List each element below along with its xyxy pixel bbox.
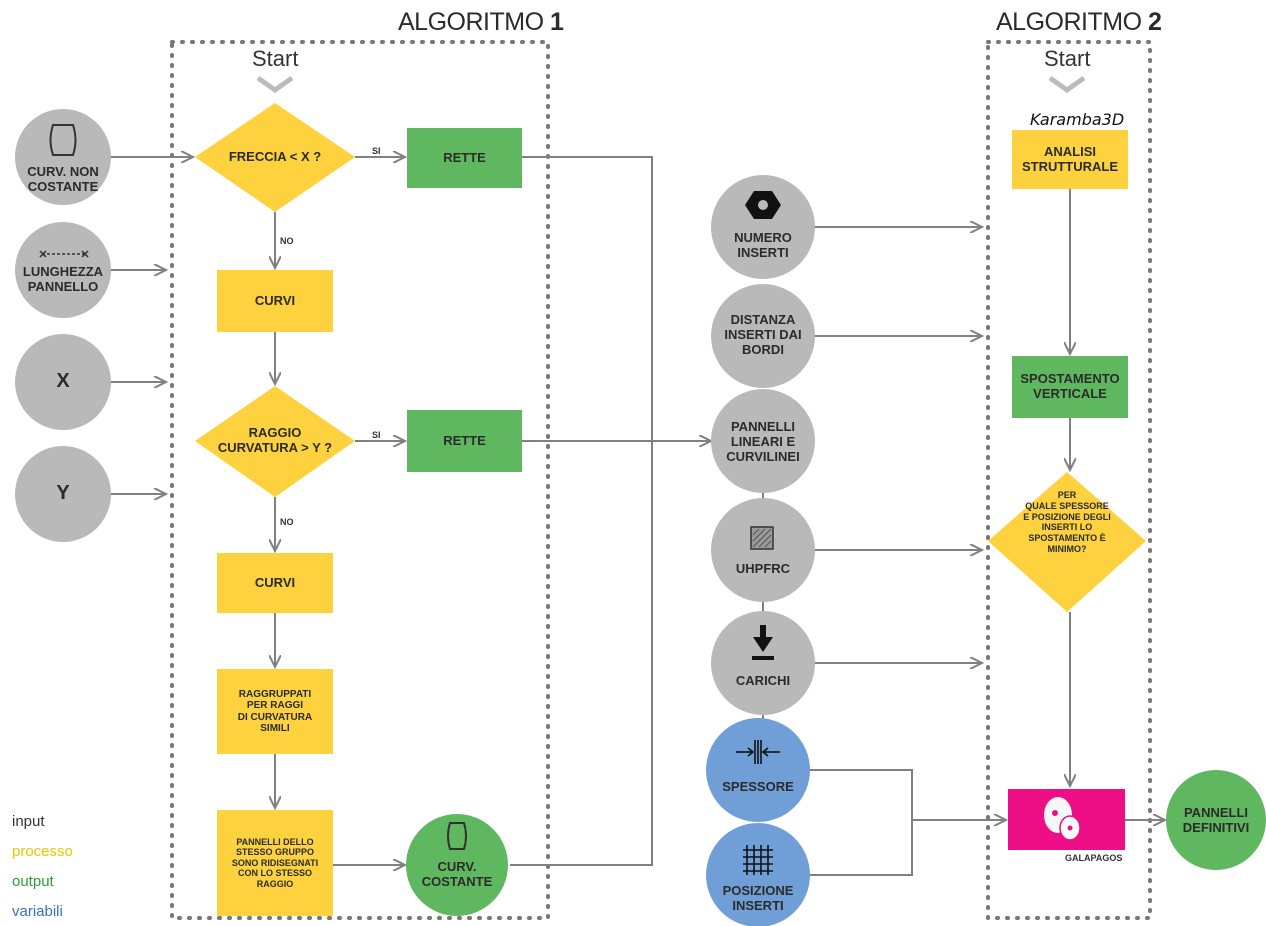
input-spessore-node	[706, 718, 810, 822]
process-curvi-1-label: CURVI	[254, 292, 296, 308]
hex-nut-icon	[745, 191, 781, 219]
input-posizione-node	[706, 823, 810, 926]
edge	[810, 769, 913, 876]
decision-quale-label: PER QUALE SPESSORE E POSIZIONE DEGLI INS…	[1023, 490, 1111, 554]
process-pannelli-gruppo-box	[217, 810, 333, 916]
input-uhpfrc-label: UHPFRC	[735, 561, 791, 576]
edge	[510, 156, 653, 866]
start-chevron-icon	[256, 75, 294, 94]
process-curvi-2-box	[217, 553, 333, 613]
process-analisi-box	[1012, 130, 1128, 189]
input-y-node	[15, 446, 111, 542]
load-arrow-icon	[752, 625, 774, 660]
process-raggruppati-label: RAGGRUPPATI PER RAGGI DI CURVATURA SIMIL…	[237, 688, 313, 735]
input-distanza-node	[711, 284, 815, 388]
process-rette-2-box	[407, 410, 522, 472]
input-uhpfrc-node	[711, 498, 815, 602]
process-rette-1-box	[407, 128, 522, 188]
edge-label-no: NO	[280, 236, 294, 246]
input-lunghezza-pannello-label: LUNGHEZZA PANNELLO	[22, 264, 104, 294]
edge-label-no: NO	[280, 517, 294, 527]
edge-label-si: SI	[372, 430, 381, 440]
input-numero-inserti-node	[711, 175, 815, 279]
decision-freccia-label: FRECCIA < X ?	[228, 148, 322, 164]
decision-raggio-label: RAGGIO CURVATURA > Y ?	[217, 425, 333, 455]
process-curvi-2-label: CURVI	[254, 574, 296, 590]
connectors	[110, 156, 1165, 876]
karamba-logo: Karamba3D	[1030, 110, 1125, 129]
input-posizione-label: POSIZIONE INSERTI	[722, 883, 794, 913]
input-pannelli-lineari-label: PANNELLI LINEARI E CURVILINEI	[726, 419, 800, 464]
process-raggruppati-box	[217, 669, 333, 754]
output-pannelli-definitivi-label: PANNELLI DEFINITIVI	[1182, 805, 1250, 835]
process-spostamento-box	[1012, 356, 1128, 418]
decision-raggio-diamond	[195, 386, 355, 497]
grid-icon	[743, 845, 773, 875]
algorithm2-title: ALGORITMO 2	[996, 8, 1162, 36]
galapagos-egg-icon	[1044, 797, 1081, 841]
output-curv-costante-label: CURV. COSTANTE	[421, 859, 493, 889]
input-x-node	[15, 334, 111, 430]
input-y-label: Y	[56, 482, 70, 504]
panel-curve-icon	[49, 124, 77, 156]
legend-variabili: variabili	[12, 903, 63, 920]
process-pannelli-gruppo-label: PANNELLI DELLO STESSO GRUPPO SONO RIDISE…	[231, 837, 319, 889]
input-curv-non-costante-label: CURV. NON COSTANTE	[27, 164, 99, 194]
input-distanza-label: DISTANZA INSERTI DAI BORDI	[724, 312, 802, 357]
galapagos-label: GALAPAGOS	[1065, 853, 1123, 863]
decision-quale-diamond	[988, 472, 1146, 612]
process-rette-1-label: RETTE	[443, 149, 486, 165]
input-x-label: X	[56, 370, 70, 392]
algorithm1-frame	[170, 40, 550, 920]
algorithm2-frame	[986, 40, 1152, 920]
input-curv-non-costante-node	[15, 109, 111, 205]
start-chevron-icon	[1048, 75, 1086, 94]
input-pannelli-lineari-node	[711, 389, 815, 493]
input-carichi-label: CARICHI	[735, 673, 791, 688]
decision-freccia-diamond	[195, 103, 355, 212]
process-rette-2-label: RETTE	[443, 432, 486, 448]
output-pannelli-definitivi-node	[1166, 770, 1266, 870]
process-analisi-label: ANALISI STRUTTURALE	[1021, 143, 1119, 174]
material-texture-icon	[750, 526, 774, 550]
start-label-1: Start	[252, 46, 299, 71]
output-curv-costante-node	[406, 814, 508, 916]
input-spessore-label: SPESSORE	[722, 779, 794, 794]
legend-input: input	[12, 813, 45, 830]
legend-output: output	[12, 873, 54, 890]
process-spostamento-label: SPOSTAMENTO VERTICALE	[1020, 371, 1120, 401]
start-label-2: Start	[1044, 46, 1091, 71]
process-curvi-1-box	[217, 270, 333, 332]
input-carichi-node	[711, 611, 815, 715]
thickness-icon	[736, 740, 780, 764]
algorithm1-title: ALGORITMO 1	[398, 8, 564, 36]
legend-processo: processo	[12, 843, 73, 860]
input-lunghezza-pannello-node	[15, 222, 111, 318]
length-arrow-icon	[39, 250, 89, 258]
input-numero-inserti-label: NUMERO INSERTI	[734, 230, 792, 260]
panel-curve-icon	[447, 822, 467, 850]
edge-label-si: SI	[372, 146, 381, 156]
